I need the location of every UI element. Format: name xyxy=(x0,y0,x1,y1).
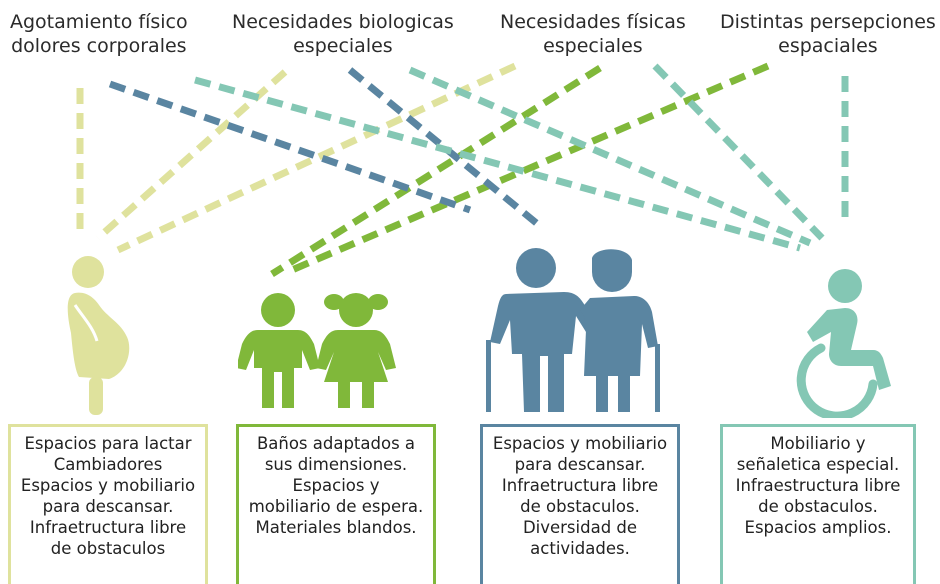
box-line: Infraetructura libre xyxy=(29,518,187,537)
connector-line-green xyxy=(290,62,770,274)
box-wheelchair-needs: Mobiliario y señaletica especial. Infrae… xyxy=(720,424,916,584)
label-line: Distintas persepciones xyxy=(720,11,936,33)
connector-line-green xyxy=(270,65,602,277)
box-line: Mobiliario y xyxy=(770,434,866,453)
box-line: Espacios y mobiliario xyxy=(492,434,668,453)
connector-line-yellow xyxy=(95,69,288,241)
wheelchair-user-icon xyxy=(796,269,891,418)
box-line: para descansar. xyxy=(42,497,174,516)
box-line: Diversidad de xyxy=(522,518,638,537)
box-line: Espacios amplios. xyxy=(744,518,892,537)
box-line: Espacios y xyxy=(292,476,380,495)
box-line: Infraestructura libre xyxy=(735,476,901,495)
label-line: dolores corporales xyxy=(11,35,187,57)
children-icon xyxy=(238,293,396,408)
box-line: de obstaculos. xyxy=(758,497,878,516)
box-line: de obstaculos. xyxy=(520,497,640,516)
box-line: Baños adaptados a xyxy=(256,434,416,453)
box-pregnant-needs: Espacios para lactar Cambiadores Espacio… xyxy=(8,424,208,584)
connector-line-teal xyxy=(194,76,801,252)
box-line: sus dimensiones. xyxy=(264,455,408,474)
label-line: Agotamiento físico xyxy=(10,11,188,33)
label-spatial-perceptions: Distintas persepciones espaciales xyxy=(720,10,936,58)
box-line: Espacios para lactar xyxy=(24,434,192,453)
box-line: señaletica especial. xyxy=(736,455,900,474)
label-line: Necesidades biologicas xyxy=(232,11,454,33)
label-line: espaciales xyxy=(778,35,878,57)
box-elderly-needs: Espacios y mobiliario para descansar. In… xyxy=(480,424,680,584)
elderly-couple-icon xyxy=(486,248,660,412)
label-physical-exhaustion: Agotamiento físico dolores corporales xyxy=(10,10,188,58)
box-line: para descansar. xyxy=(514,455,646,474)
pregnant-woman-icon xyxy=(67,256,130,415)
box-line: Espacios y mobiliario xyxy=(20,476,196,495)
box-line: Cambiadores xyxy=(53,455,163,474)
connector-line-blue xyxy=(108,80,472,214)
connector-line-teal xyxy=(652,63,825,241)
label-physical-needs: Necesidades físicas especiales xyxy=(500,10,686,58)
box-line: mobiliario de espera. xyxy=(248,497,424,516)
connector-line-yellow xyxy=(116,62,517,254)
box-line: Infraetructura libre xyxy=(501,476,659,495)
label-line: especiales xyxy=(293,35,393,57)
label-line: especiales xyxy=(543,35,643,57)
connector-line-blue xyxy=(347,67,543,229)
box-line: Materiales blandos. xyxy=(255,518,417,537)
connector-line-teal xyxy=(408,66,812,247)
box-line: de obstaculos xyxy=(50,539,166,558)
box-children-needs: Baños adaptados a sus dimensiones. Espac… xyxy=(236,424,436,584)
label-biological-needs: Necesidades biologicas especiales xyxy=(232,10,454,58)
label-line: Necesidades físicas xyxy=(500,11,686,33)
box-line: actividades. xyxy=(530,539,630,558)
